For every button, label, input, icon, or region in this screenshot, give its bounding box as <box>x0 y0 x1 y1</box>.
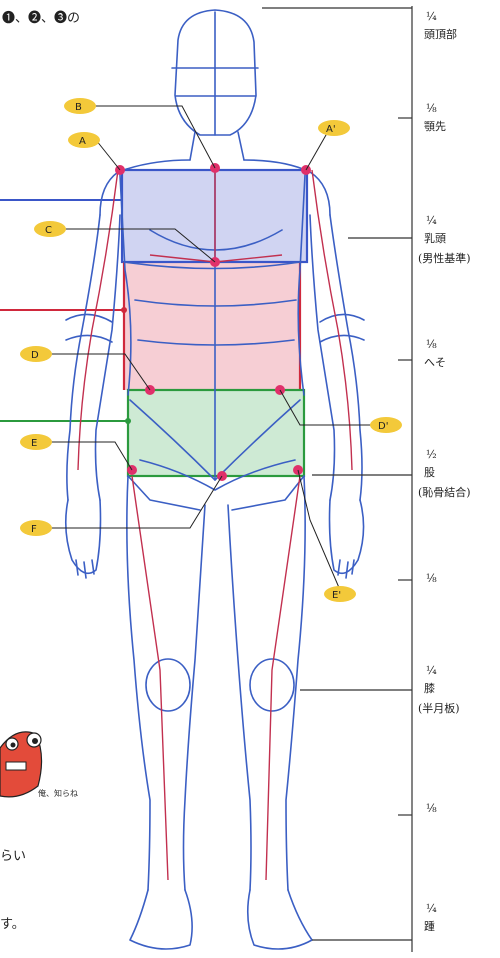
svg-text:(男性基準): (男性基準) <box>418 251 471 265</box>
mascot-caption: 俺、知らね <box>38 788 78 798</box>
proportion-ruler <box>262 6 412 952</box>
svg-text:乳頭: 乳頭 <box>424 232 446 245</box>
svg-text:顎先: 顎先 <box>424 120 446 133</box>
point-label-f: F <box>31 524 37 535</box>
point-label-e-prime: E' <box>332 590 341 601</box>
svg-text:½: ½ <box>426 448 437 461</box>
point-label-d: D <box>31 350 39 361</box>
svg-text:¼: ¼ <box>426 214 437 227</box>
point-label-c: C <box>45 225 52 236</box>
svg-text:⅛: ⅛ <box>426 802 437 815</box>
abdomen-region <box>124 262 300 390</box>
mascot-character: 俺、知らね <box>0 732 78 798</box>
svg-text:へそ: へそ <box>424 356 446 369</box>
scale-labels: ¼ 頭頂部 ⅛ 顎先 ¼ 乳頭 (男性基準) ⅛ へそ ½ 股 (恥骨結合) ⅛… <box>418 10 471 933</box>
pelvis-region <box>128 390 304 476</box>
caption-top: ❶、❷、❸の <box>2 11 80 26</box>
svg-text:⅛: ⅛ <box>426 338 437 351</box>
svg-text:頭頂部: 頭頂部 <box>424 27 457 41</box>
svg-text:¼: ¼ <box>426 902 437 915</box>
svg-text:踵: 踵 <box>424 919 435 933</box>
point-label-e: E <box>31 438 37 449</box>
point-label-d-prime: D' <box>378 421 388 432</box>
point-label-a: A <box>79 136 86 147</box>
svg-text:¼: ¼ <box>426 664 437 677</box>
point-label-b: B <box>75 102 82 113</box>
side-text-1: らい <box>0 849 26 864</box>
svg-text:股: 股 <box>424 466 435 479</box>
svg-text:(半月板): (半月板) <box>418 701 460 715</box>
svg-text:膝: 膝 <box>424 682 435 695</box>
side-text-2: す。 <box>0 917 25 932</box>
svg-text:⅛: ⅛ <box>426 572 437 585</box>
body-figure <box>66 10 364 949</box>
point-label-a-prime: A' <box>326 124 336 135</box>
svg-text:(恥骨結合): (恥骨結合) <box>418 485 471 499</box>
svg-text:⅛: ⅛ <box>426 102 437 115</box>
svg-text:¼: ¼ <box>426 10 437 23</box>
